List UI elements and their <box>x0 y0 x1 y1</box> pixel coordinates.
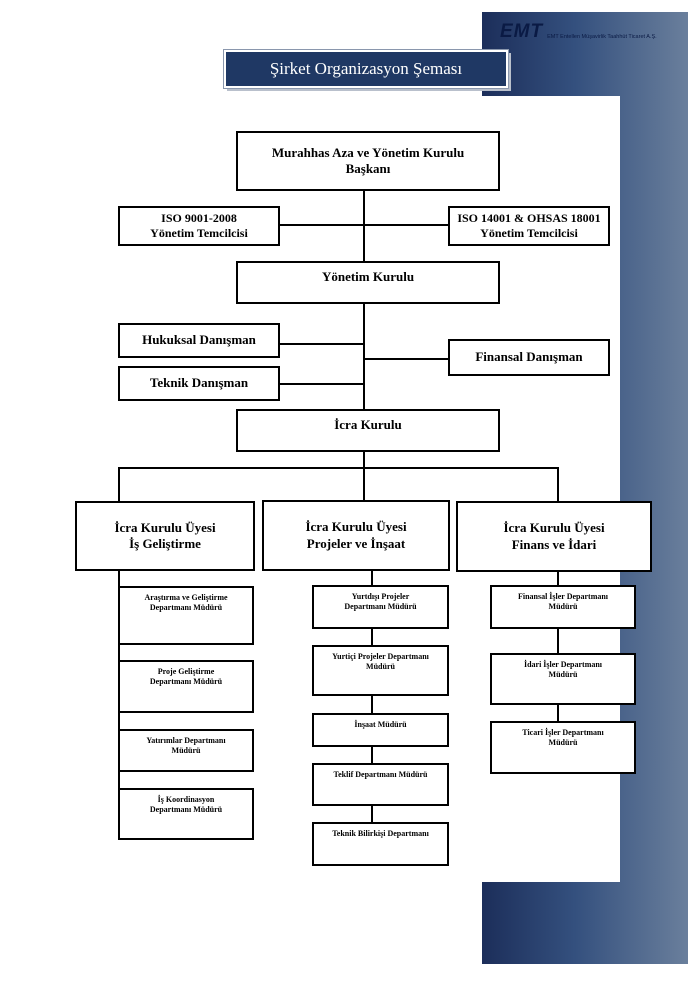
project-dept-label: Yurtdışı Projeler Departmanı Müdürü <box>344 592 417 611</box>
business-dept-box: Araştırma ve Geliştirme Departmanı Müdür… <box>118 586 254 645</box>
logo-mark: EMT <box>500 20 544 42</box>
member-business-area: İş Geliştirme <box>129 536 201 551</box>
member-projects-area: Projeler ve İnşaat <box>306 535 406 551</box>
chairman-box: Murahhas Aza ve Yönetim Kurulu Başkanı <box>236 131 500 191</box>
company-logo: EMT EMT Entellen Müşavirlik Taahhüt Tica… <box>500 18 670 44</box>
connector-iso-left <box>280 224 364 226</box>
finance-dept-box: Finansal İşler Departmanı Müdürü <box>490 585 636 629</box>
business-dept-box: Yatırımlar Departmanı Müdürü <box>118 729 254 772</box>
project-dept-label: İnşaat Müdürü <box>354 720 407 729</box>
connector-legal <box>280 343 364 345</box>
business-dept-box: İş Koordinasyon Departmanı Müdürü <box>118 788 254 840</box>
connector-finance-spine <box>557 572 559 722</box>
connector-financial <box>364 358 448 360</box>
project-dept-label: Teknik Bilirkişi Departmanı <box>332 829 429 838</box>
member-finance-title: İcra Kurulu Üyesi <box>503 520 605 536</box>
business-dept-label: Araştırma ve Geliştirme Departmanı Müdür… <box>144 593 228 612</box>
iso14001-label: ISO 14001 & OHSAS 18001 <box>457 211 601 225</box>
legal-advisor-label: Hukuksal Danışman <box>142 332 256 348</box>
business-dept-label: Yatırımlar Departmanı Müdürü <box>146 736 226 755</box>
member-finance-area: Finans ve İdari <box>511 536 597 552</box>
project-dept-box: Yurtdışı Projeler Departmanı Müdürü <box>312 585 449 629</box>
project-dept-box: Yurtiçi Projeler Departmanı Müdürü <box>312 645 449 696</box>
finance-dept-label: Finansal İşler Departmanı Müdürü <box>517 592 609 611</box>
iso14001-role: Yönetim Temcilcisi <box>480 226 578 240</box>
member-finance-box: İcra Kurulu Üyesi Finans ve İdari <box>456 501 652 572</box>
financial-advisor-label: Finansal Danışman <box>475 349 583 365</box>
iso9001-box: ISO 9001-2008 Yönetim Temcilcisi <box>118 206 280 246</box>
member-business-box: İcra Kurulu Üyesi İş Geliştirme <box>75 501 255 571</box>
connector-member-mid <box>363 467 365 501</box>
project-dept-box: İnşaat Müdürü <box>312 713 449 747</box>
connector-projects-spine <box>371 570 373 824</box>
member-projects-title: İcra Kurulu Üyesi <box>305 519 407 535</box>
business-dept-label: Proje Geliştirme Departmanı Müdürü <box>149 667 223 686</box>
logo-company-name: EMT Entellen Müşavirlik Taahhüt Ticaret … <box>547 34 657 40</box>
member-projects-box: İcra Kurulu Üyesi Projeler ve İnşaat <box>262 500 450 571</box>
connector-member-left <box>118 467 120 502</box>
finance-dept-label: Ticari İşler Departmanı Müdürü <box>522 728 604 747</box>
business-dept-label: İş Koordinasyon Departmanı Müdürü <box>149 795 223 814</box>
technical-advisor-label: Teknik Danışman <box>149 375 249 391</box>
executive-board-label: İcra Kurulu <box>334 417 402 432</box>
technical-advisor-box: Teknik Danışman <box>118 366 280 401</box>
iso14001-box: ISO 14001 & OHSAS 18001 Yönetim Temcilci… <box>448 206 610 246</box>
connector-exec-down <box>363 452 365 468</box>
page-title: Şirket Organizasyon Şeması <box>223 49 509 89</box>
finance-dept-box: Ticari İşler Departmanı Müdürü <box>490 721 636 774</box>
connector-member-right <box>557 467 559 502</box>
iso9001-role: Yönetim Temcilcisi <box>150 226 248 240</box>
chairman-label: Murahhas Aza ve Yönetim Kurulu Başkanı <box>271 144 465 176</box>
project-dept-box: Teknik Bilirkişi Departmanı <box>312 822 449 866</box>
connector-horizontal-bar <box>118 467 559 469</box>
member-business-title: İcra Kurulu Üyesi <box>114 519 216 535</box>
project-dept-label: Teklif Departmanı Müdürü <box>333 770 428 779</box>
legal-advisor-box: Hukuksal Danışman <box>118 323 280 358</box>
executive-board-box: İcra Kurulu <box>236 409 500 452</box>
financial-advisor-box: Finansal Danışman <box>448 339 610 376</box>
business-dept-box: Proje Geliştirme Departmanı Müdürü <box>118 660 254 713</box>
connector-technical <box>280 383 364 385</box>
finance-dept-box: İdari İşler Departmanı Müdürü <box>490 653 636 705</box>
iso9001-label: ISO 9001-2008 <box>161 211 237 225</box>
project-dept-label: Yurtiçi Projeler Departmanı Müdürü <box>332 652 429 671</box>
project-dept-box: Teklif Departmanı Müdürü <box>312 763 449 806</box>
board-label: Yönetim Kurulu <box>321 269 415 284</box>
board-box: Yönetim Kurulu <box>236 261 500 304</box>
connector-iso-right <box>364 224 448 226</box>
finance-dept-label: İdari İşler Departmanı Müdürü <box>523 660 603 679</box>
